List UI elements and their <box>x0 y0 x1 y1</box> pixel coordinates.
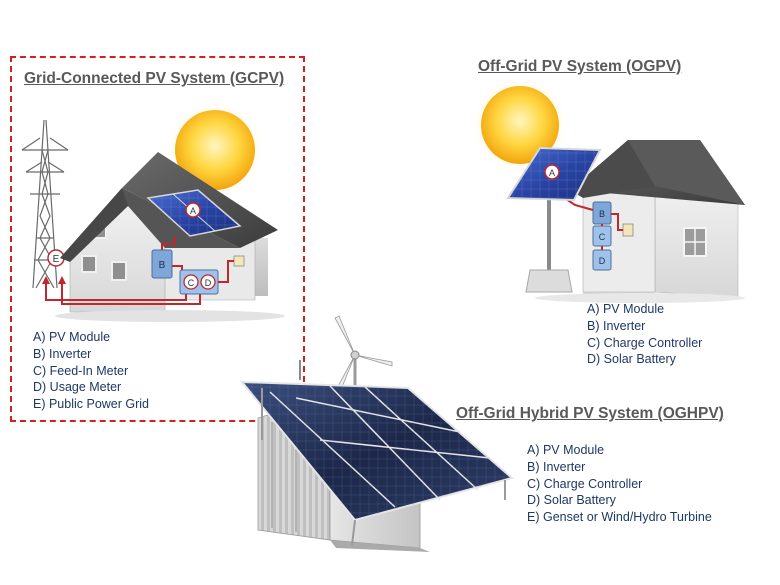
oghpv-pv-array <box>239 380 515 546</box>
legend-item: D) Solar Battery <box>527 493 616 508</box>
gcpv-title: Grid-Connected PV System (GCPV) <box>24 70 285 87</box>
legend-item: D) Solar Battery <box>587 352 676 367</box>
marker-b-ogpv-label: B <box>599 209 605 219</box>
marker-c-ogpv-label: C <box>599 232 606 242</box>
legend-item: A) PV Module <box>527 443 605 457</box>
legend-item: C) Charge Controller <box>587 335 703 350</box>
oghpv-scene <box>239 315 515 552</box>
sun-icon <box>175 110 255 190</box>
marker-d-gcpv <box>200 274 216 290</box>
oghpv-title: Off-Grid Hybrid PV System (OGHPV) <box>456 405 724 422</box>
oghpv-legend: A) PV Module B) Inverter C) Charge Contr… <box>527 442 712 526</box>
ogpv-scene: B C D A <box>470 75 745 303</box>
marker-a-ogpv <box>544 164 560 180</box>
marker-d-ogpv-label: D <box>599 256 606 266</box>
gcpv-highlight-frame <box>10 56 305 422</box>
legend-item: A) PV Module <box>33 330 111 344</box>
marker-a-label: A <box>190 206 196 216</box>
legend-item: A) PV Module <box>587 302 665 316</box>
legend-item: B) Inverter <box>33 346 92 361</box>
marker-d-label: D <box>205 278 212 288</box>
marker-a-ogpv-label: A <box>549 168 555 178</box>
marker-c-gcpv <box>183 274 199 290</box>
gcpv-wiring <box>45 236 234 305</box>
marker-b-label: B <box>159 260 166 271</box>
legend-item: D) Usage Meter <box>33 380 122 395</box>
sun-icon-ogpv <box>481 86 559 164</box>
ogpv-title: Off-Grid PV System (OGPV) <box>478 58 682 75</box>
ogpv-legend: A) PV Module B) Inverter C) Charge Contr… <box>587 301 702 368</box>
marker-a-gcpv <box>185 202 201 218</box>
marker-c-label: C <box>188 278 195 288</box>
gcpv-legend: A) PV Module B) Inverter C) Feed-In Mete… <box>33 329 149 413</box>
legend-item: C) Feed-In Meter <box>33 363 129 378</box>
legend-item: E) Public Power Grid <box>33 397 150 412</box>
gcpv-scene: E A B C D <box>21 100 285 322</box>
legend-item: E) Genset or Wind/Hydro Turbine <box>527 510 712 525</box>
legend-item: B) Inverter <box>527 459 586 474</box>
legend-item: C) Charge Controller <box>527 476 643 491</box>
legend-item: B) Inverter <box>587 318 646 333</box>
marker-e-label: E <box>53 254 60 265</box>
